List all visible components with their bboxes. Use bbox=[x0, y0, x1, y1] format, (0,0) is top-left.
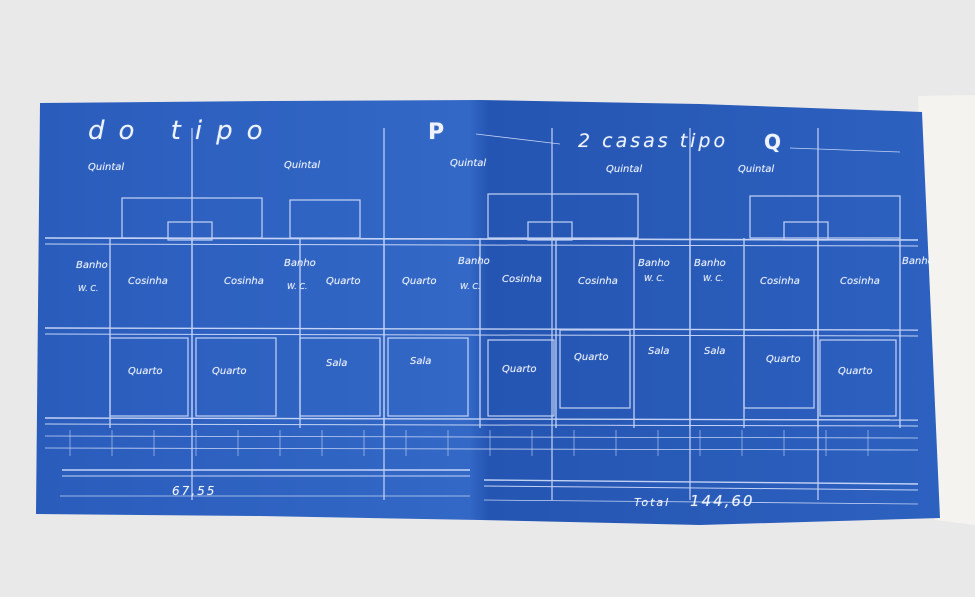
room-label: Banho bbox=[638, 258, 670, 269]
room-label: Sala bbox=[410, 356, 432, 367]
room-label: Cosinha bbox=[578, 276, 618, 287]
room-label: W. C. bbox=[644, 274, 665, 283]
room-label: W. C. bbox=[287, 282, 308, 291]
room-label: Quarto bbox=[128, 366, 163, 377]
yard-label: Quintal bbox=[88, 162, 125, 173]
wall-line bbox=[44, 417, 919, 421]
room-label: Sala bbox=[648, 346, 670, 357]
room-label: Sala bbox=[704, 346, 726, 357]
room-label: Quarto bbox=[402, 276, 437, 287]
wall-line bbox=[44, 243, 919, 247]
grand-total-value: 144,60 bbox=[690, 492, 755, 510]
yard-label: Quintal bbox=[450, 158, 487, 169]
room-outline bbox=[487, 339, 555, 417]
grand-total-label: Total bbox=[634, 496, 671, 509]
dimension-line bbox=[44, 447, 919, 451]
yard-label: Quintal bbox=[606, 164, 643, 175]
room-label: Cosinha bbox=[502, 274, 542, 285]
porch-outline bbox=[121, 197, 263, 239]
porch-outline bbox=[289, 199, 361, 239]
dimension-line bbox=[44, 435, 919, 439]
porch-outline bbox=[487, 193, 639, 239]
dimension-line bbox=[483, 499, 919, 505]
room-label: Quarto bbox=[574, 352, 609, 363]
fixture-outline bbox=[783, 221, 829, 241]
room-label: Sala bbox=[326, 358, 348, 369]
room-label: Banho bbox=[284, 258, 316, 269]
fixture-outline bbox=[527, 221, 573, 241]
porch-outline bbox=[749, 195, 901, 239]
room-label: Cosinha bbox=[840, 276, 880, 287]
room-label: Quarto bbox=[326, 276, 361, 287]
fixture-outline bbox=[167, 221, 213, 241]
dimension-line bbox=[475, 133, 561, 145]
room-outline bbox=[195, 337, 277, 417]
room-label: Banho bbox=[458, 256, 490, 267]
room-outline bbox=[387, 337, 469, 417]
room-label: W. C. bbox=[460, 282, 481, 291]
yard-label: Quintal bbox=[284, 160, 321, 171]
room-label: Cosinha bbox=[760, 276, 800, 287]
room-outline bbox=[109, 337, 189, 417]
room-label: Quarto bbox=[838, 366, 873, 377]
room-label: Quarto bbox=[766, 354, 801, 365]
room-outline bbox=[743, 329, 815, 409]
left-total-dimension: 67,55 bbox=[172, 484, 217, 498]
dimension-line bbox=[483, 485, 919, 491]
dimension-line bbox=[789, 147, 901, 153]
room-outline bbox=[299, 337, 381, 417]
room-label: W. C. bbox=[78, 284, 99, 293]
room-label: Quarto bbox=[502, 364, 537, 375]
header-left-text: do tipo bbox=[88, 116, 277, 146]
yard-label: Quintal bbox=[738, 164, 775, 175]
dimension-line bbox=[483, 479, 919, 485]
room-label: Cosinha bbox=[224, 276, 264, 287]
room-label: Cosinha bbox=[128, 276, 168, 287]
room-outline bbox=[819, 339, 897, 417]
room-label: Banho bbox=[694, 258, 726, 269]
header-right-letter: Q bbox=[764, 130, 782, 154]
room-outline bbox=[559, 329, 631, 409]
wall-line bbox=[44, 423, 919, 427]
wall-line bbox=[44, 333, 919, 337]
room-label: Banho bbox=[902, 256, 934, 267]
header-right-text: 2 casas tipo bbox=[578, 130, 729, 152]
header-left-letter: P bbox=[428, 120, 445, 145]
room-label: Quarto bbox=[212, 366, 247, 377]
room-label: Banho bbox=[76, 260, 108, 271]
blueprint-sheet bbox=[36, 100, 940, 525]
room-label: W. C. bbox=[703, 274, 724, 283]
